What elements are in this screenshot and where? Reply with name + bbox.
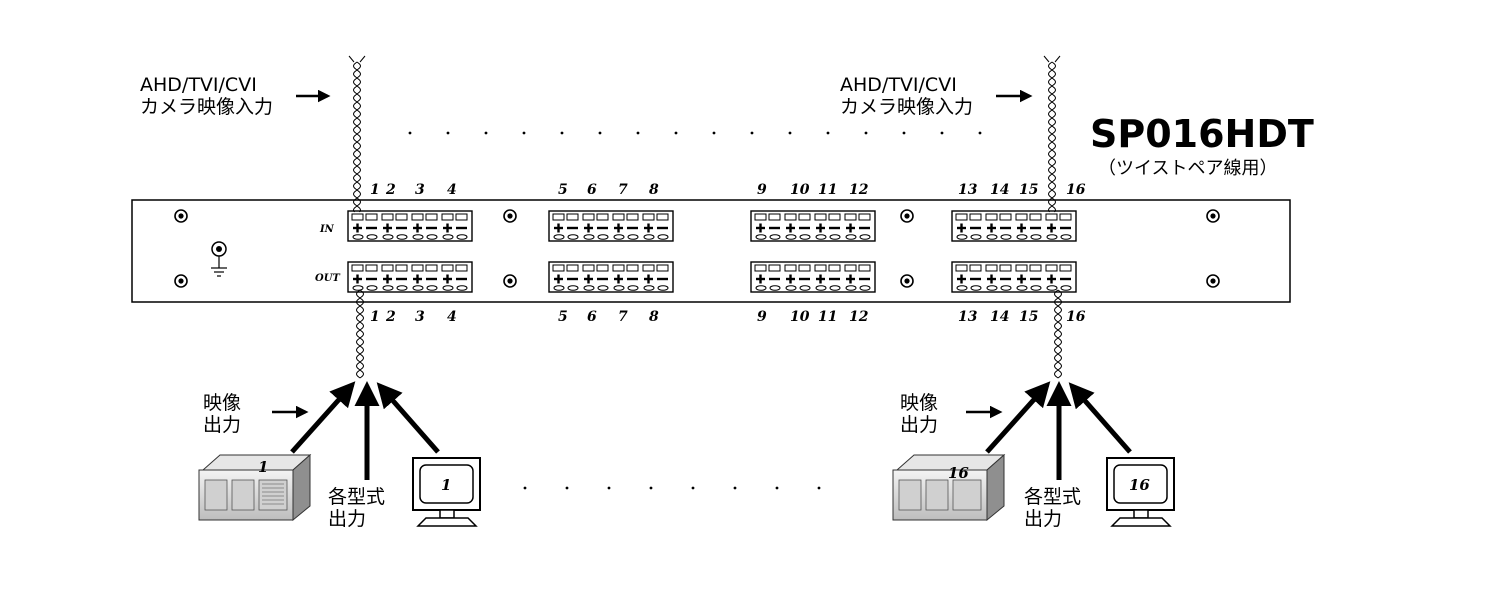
- camera-input-label-left-line2: カメラ映像入力: [140, 96, 274, 118]
- channel-numbers: 1122334455667788991010111112121313141415…: [370, 182, 1086, 325]
- video-output-label-left-line2: 出力: [203, 414, 242, 436]
- channel-number-bottom: 1: [370, 309, 380, 325]
- rack-panel: [131, 199, 1291, 303]
- output-arrows-left: [290, 381, 440, 480]
- channel-number-top: 15: [1019, 182, 1038, 198]
- various-output-label-right: 各型式 出力: [1024, 486, 1081, 530]
- channel-number-bottom: 2: [385, 309, 396, 325]
- monitor-right-number: 16: [1129, 476, 1150, 494]
- monitor-left-number: 1: [441, 476, 451, 494]
- monitor-right: 16: [1106, 457, 1175, 527]
- channel-number-top: 7: [618, 182, 628, 198]
- channel-number-bottom: 7: [618, 309, 628, 325]
- dotted-continuation-top: [408, 131, 982, 135]
- channel-number-top: 9: [757, 182, 767, 198]
- channel-number-top: 2: [385, 182, 396, 198]
- channel-number-top: 4: [447, 182, 457, 198]
- out-port-tag: OUT: [315, 273, 341, 284]
- channel-number-bottom: 8: [649, 309, 659, 325]
- channel-number-bottom: 16: [1066, 309, 1086, 325]
- various-output-label-right-line1: 各型式: [1024, 486, 1082, 508]
- dvr-recorder-right: 16: [892, 453, 1006, 522]
- camera-input-label-right-line1: AHD/TVI/CVI: [840, 74, 957, 96]
- channel-number-top: 5: [558, 182, 568, 198]
- video-output-label-right-line1: 映像: [900, 392, 939, 414]
- channel-number-bottom: 13: [958, 309, 978, 325]
- channel-number-top: 1: [370, 182, 380, 198]
- video-output-label-left: 映像 出力: [203, 392, 241, 436]
- terminal-blocks: [347, 210, 1077, 293]
- channel-number-bottom: 14: [990, 309, 1009, 325]
- channel-number-top: 13: [958, 182, 978, 198]
- various-output-label-right-line2: 出力: [1024, 508, 1063, 530]
- channel-number-bottom: 4: [447, 309, 457, 325]
- ground-terminal-icon: [211, 241, 227, 277]
- camera-input-label-left: AHD/TVI/CVI カメラ映像入力: [140, 74, 273, 118]
- camera-input-label-left-line1: AHD/TVI/CVI: [140, 74, 257, 96]
- various-output-label-left: 各型式 出力: [328, 486, 385, 530]
- various-output-label-left-line2: 出力: [328, 508, 367, 530]
- channel-number-top: 11: [818, 182, 837, 198]
- channel-number-top: 12: [849, 182, 869, 198]
- channel-number-top: 3: [415, 182, 425, 198]
- channel-number-top: 6: [587, 182, 597, 198]
- video-output-label-left-line1: 映像: [203, 392, 242, 414]
- channel-number-bottom: 10: [790, 309, 810, 325]
- channel-number-bottom: 11: [818, 309, 837, 325]
- video-output-label-right: 映像 出力: [900, 392, 938, 436]
- channel-number-bottom: 5: [558, 309, 568, 325]
- output-arrows-right: [985, 381, 1132, 480]
- dotted-continuation-bottom: [523, 486, 821, 490]
- camera-input-label-right-line2: カメラ映像入力: [840, 96, 974, 118]
- camera-input-label-right: AHD/TVI/CVI カメラ映像入力: [840, 74, 973, 118]
- dvr-recorder-left: 1: [198, 453, 312, 522]
- channel-number-top: 16: [1066, 182, 1086, 198]
- panel-screws: [174, 209, 1220, 288]
- channel-number-top: 10: [790, 182, 810, 198]
- channel-number-bottom: 12: [849, 309, 869, 325]
- monitor-left: 1: [412, 457, 481, 527]
- in-port-tag: IN: [319, 224, 335, 235]
- channel-number-bottom: 9: [757, 309, 767, 325]
- dvr-right-number: 16: [948, 464, 969, 482]
- model-name: SP016HDT: [1090, 112, 1314, 156]
- various-output-label-left-line1: 各型式: [328, 486, 386, 508]
- video-output-label-right-line2: 出力: [900, 414, 939, 436]
- model-subtitle: （ツイストペア線用）: [1098, 158, 1278, 179]
- channel-number-top: 8: [649, 182, 659, 198]
- twisted-pair-cables: [348, 55, 1063, 379]
- channel-number-bottom: 6: [587, 309, 597, 325]
- dvr-left-number: 1: [258, 458, 268, 476]
- channel-number-bottom: 3: [415, 309, 425, 325]
- channel-number-bottom: 15: [1019, 309, 1038, 325]
- channel-number-top: 14: [990, 182, 1009, 198]
